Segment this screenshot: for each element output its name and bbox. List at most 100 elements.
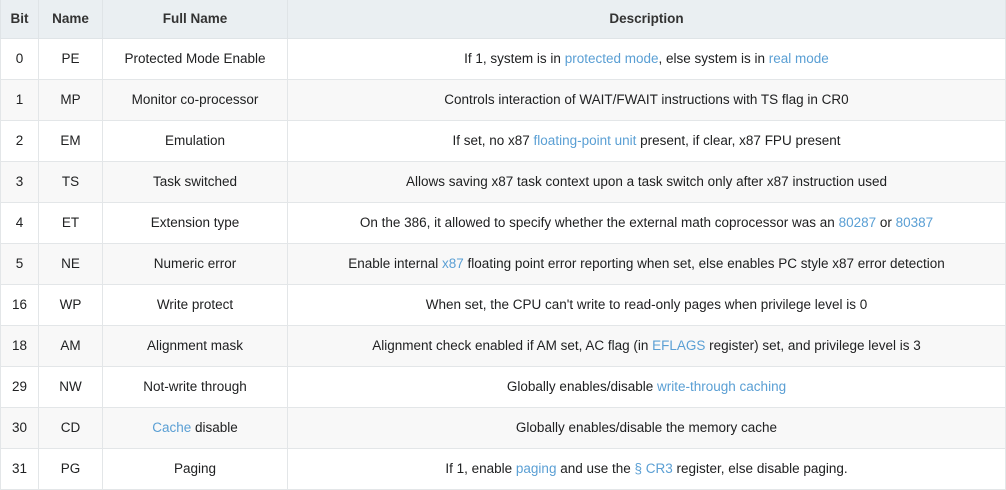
text-desc: When set, the CPU can't write to read-on… bbox=[425, 296, 868, 312]
text-full: disable bbox=[191, 419, 238, 435]
cell-name: CD bbox=[38, 407, 103, 449]
table-header: Bit Name Full Name Description bbox=[0, 0, 1006, 39]
text-full: Not-write through bbox=[143, 378, 247, 394]
column-header-bit[interactable]: Bit bbox=[0, 0, 39, 39]
cell-name: PG bbox=[38, 448, 103, 490]
cell-full: Emulation bbox=[102, 120, 288, 162]
cell-desc: When set, the CPU can't write to read-on… bbox=[287, 284, 1006, 326]
cell-desc: Alignment check enabled if AM set, AC fl… bbox=[287, 325, 1006, 367]
link-desc[interactable]: paging bbox=[515, 460, 557, 476]
text-desc: If 1, enable bbox=[445, 460, 516, 476]
text-desc: , else system is in bbox=[658, 50, 769, 66]
column-header-description[interactable]: Description bbox=[287, 0, 1006, 39]
text-full: Paging bbox=[173, 460, 217, 476]
link-full[interactable]: Cache bbox=[152, 419, 192, 435]
cell-name: AM bbox=[38, 325, 103, 367]
cell-name: WP bbox=[38, 284, 103, 326]
link-desc[interactable]: § CR3 bbox=[634, 460, 673, 476]
cell-full: Cache disable bbox=[102, 407, 288, 449]
cell-full: Protected Mode Enable bbox=[102, 38, 288, 80]
text-full: Write protect bbox=[156, 296, 234, 312]
cell-desc: On the 386, it allowed to specify whethe… bbox=[287, 202, 1006, 244]
link-desc[interactable]: 80287 bbox=[838, 214, 877, 230]
text-desc: register) set, and privilege level is 3 bbox=[705, 337, 921, 353]
cell-full: Write protect bbox=[102, 284, 288, 326]
column-header-full-name[interactable]: Full Name bbox=[102, 0, 288, 39]
link-desc[interactable]: x87 bbox=[442, 255, 464, 271]
cell-full: Paging bbox=[102, 448, 288, 490]
cell-bit: 5 bbox=[0, 243, 39, 285]
cell-desc: Controls interaction of WAIT/FWAIT instr… bbox=[287, 79, 1006, 121]
cell-full: Alignment mask bbox=[102, 325, 288, 367]
cell-bit: 29 bbox=[0, 366, 39, 408]
text-full: Alignment mask bbox=[146, 337, 244, 353]
cell-desc: If 1, enable paging and use the § CR3 re… bbox=[287, 448, 1006, 490]
text-desc: Globally enables/disable the memory cach… bbox=[515, 419, 778, 435]
cell-name: MP bbox=[38, 79, 103, 121]
text-desc: Controls interaction of WAIT/FWAIT instr… bbox=[444, 91, 849, 107]
link-desc[interactable]: 80387 bbox=[895, 214, 934, 230]
link-desc[interactable]: protected mode bbox=[564, 50, 659, 66]
text-full: Task switched bbox=[152, 173, 238, 189]
cell-full: Not-write through bbox=[102, 366, 288, 408]
text-full: Protected Mode Enable bbox=[124, 50, 266, 66]
text-desc: floating point error reporting when set,… bbox=[463, 255, 945, 271]
cell-bit: 1 bbox=[0, 79, 39, 121]
link-desc[interactable]: EFLAGS bbox=[652, 337, 706, 353]
text-full: Emulation bbox=[164, 132, 226, 148]
cell-bit: 3 bbox=[0, 161, 39, 203]
cell-full: Task switched bbox=[102, 161, 288, 203]
cell-full: Numeric error bbox=[102, 243, 288, 285]
cell-name: ET bbox=[38, 202, 103, 244]
cell-name: TS bbox=[38, 161, 103, 203]
table-header-row: Bit Name Full Name Description bbox=[0, 0, 1006, 39]
cell-desc: Allows saving x87 task context upon a ta… bbox=[287, 161, 1006, 203]
link-desc[interactable]: write-through caching bbox=[657, 378, 787, 394]
cell-desc: If set, no x87 floating-point unit prese… bbox=[287, 120, 1006, 162]
cell-desc: Globally enables/disable the memory cach… bbox=[287, 407, 1006, 449]
cell-desc: Enable internal x87 floating point error… bbox=[287, 243, 1006, 285]
cell-desc: If 1, system is in protected mode, else … bbox=[287, 38, 1006, 80]
text-desc: If set, no x87 bbox=[452, 132, 534, 148]
cell-name: PE bbox=[38, 38, 103, 80]
text-full: Extension type bbox=[150, 214, 240, 230]
cell-bit: 31 bbox=[0, 448, 39, 490]
text-desc: register, else disable paging. bbox=[672, 460, 848, 476]
text-desc: or bbox=[876, 214, 896, 230]
cell-full: Monitor co-processor bbox=[102, 79, 288, 121]
cell-desc: Globally enables/disable write-through c… bbox=[287, 366, 1006, 408]
text-desc: Enable internal bbox=[348, 255, 443, 271]
cell-name: NE bbox=[38, 243, 103, 285]
cell-bit: 30 bbox=[0, 407, 39, 449]
cell-full: Extension type bbox=[102, 202, 288, 244]
cell-bit: 0 bbox=[0, 38, 39, 80]
text-desc: On the 386, it allowed to specify whethe… bbox=[359, 214, 839, 230]
text-desc: Allows saving x87 task context upon a ta… bbox=[406, 173, 887, 189]
text-full: Monitor co-processor bbox=[131, 91, 259, 107]
cell-bit: 2 bbox=[0, 120, 39, 162]
text-desc: and use the bbox=[556, 460, 635, 476]
link-desc[interactable]: floating-point unit bbox=[533, 132, 637, 148]
text-desc: Globally enables/disable bbox=[506, 378, 658, 394]
cell-name: EM bbox=[38, 120, 103, 162]
text-desc: Alignment check enabled if AM set, AC fl… bbox=[372, 337, 653, 353]
text-desc: If 1, system is in bbox=[464, 50, 565, 66]
cell-bit: 18 bbox=[0, 325, 39, 367]
cell-bit: 16 bbox=[0, 284, 39, 326]
link-desc[interactable]: real mode bbox=[768, 50, 829, 66]
column-header-name[interactable]: Name bbox=[38, 0, 103, 39]
text-desc: present, if clear, x87 FPU present bbox=[636, 132, 841, 148]
cell-name: NW bbox=[38, 366, 103, 408]
